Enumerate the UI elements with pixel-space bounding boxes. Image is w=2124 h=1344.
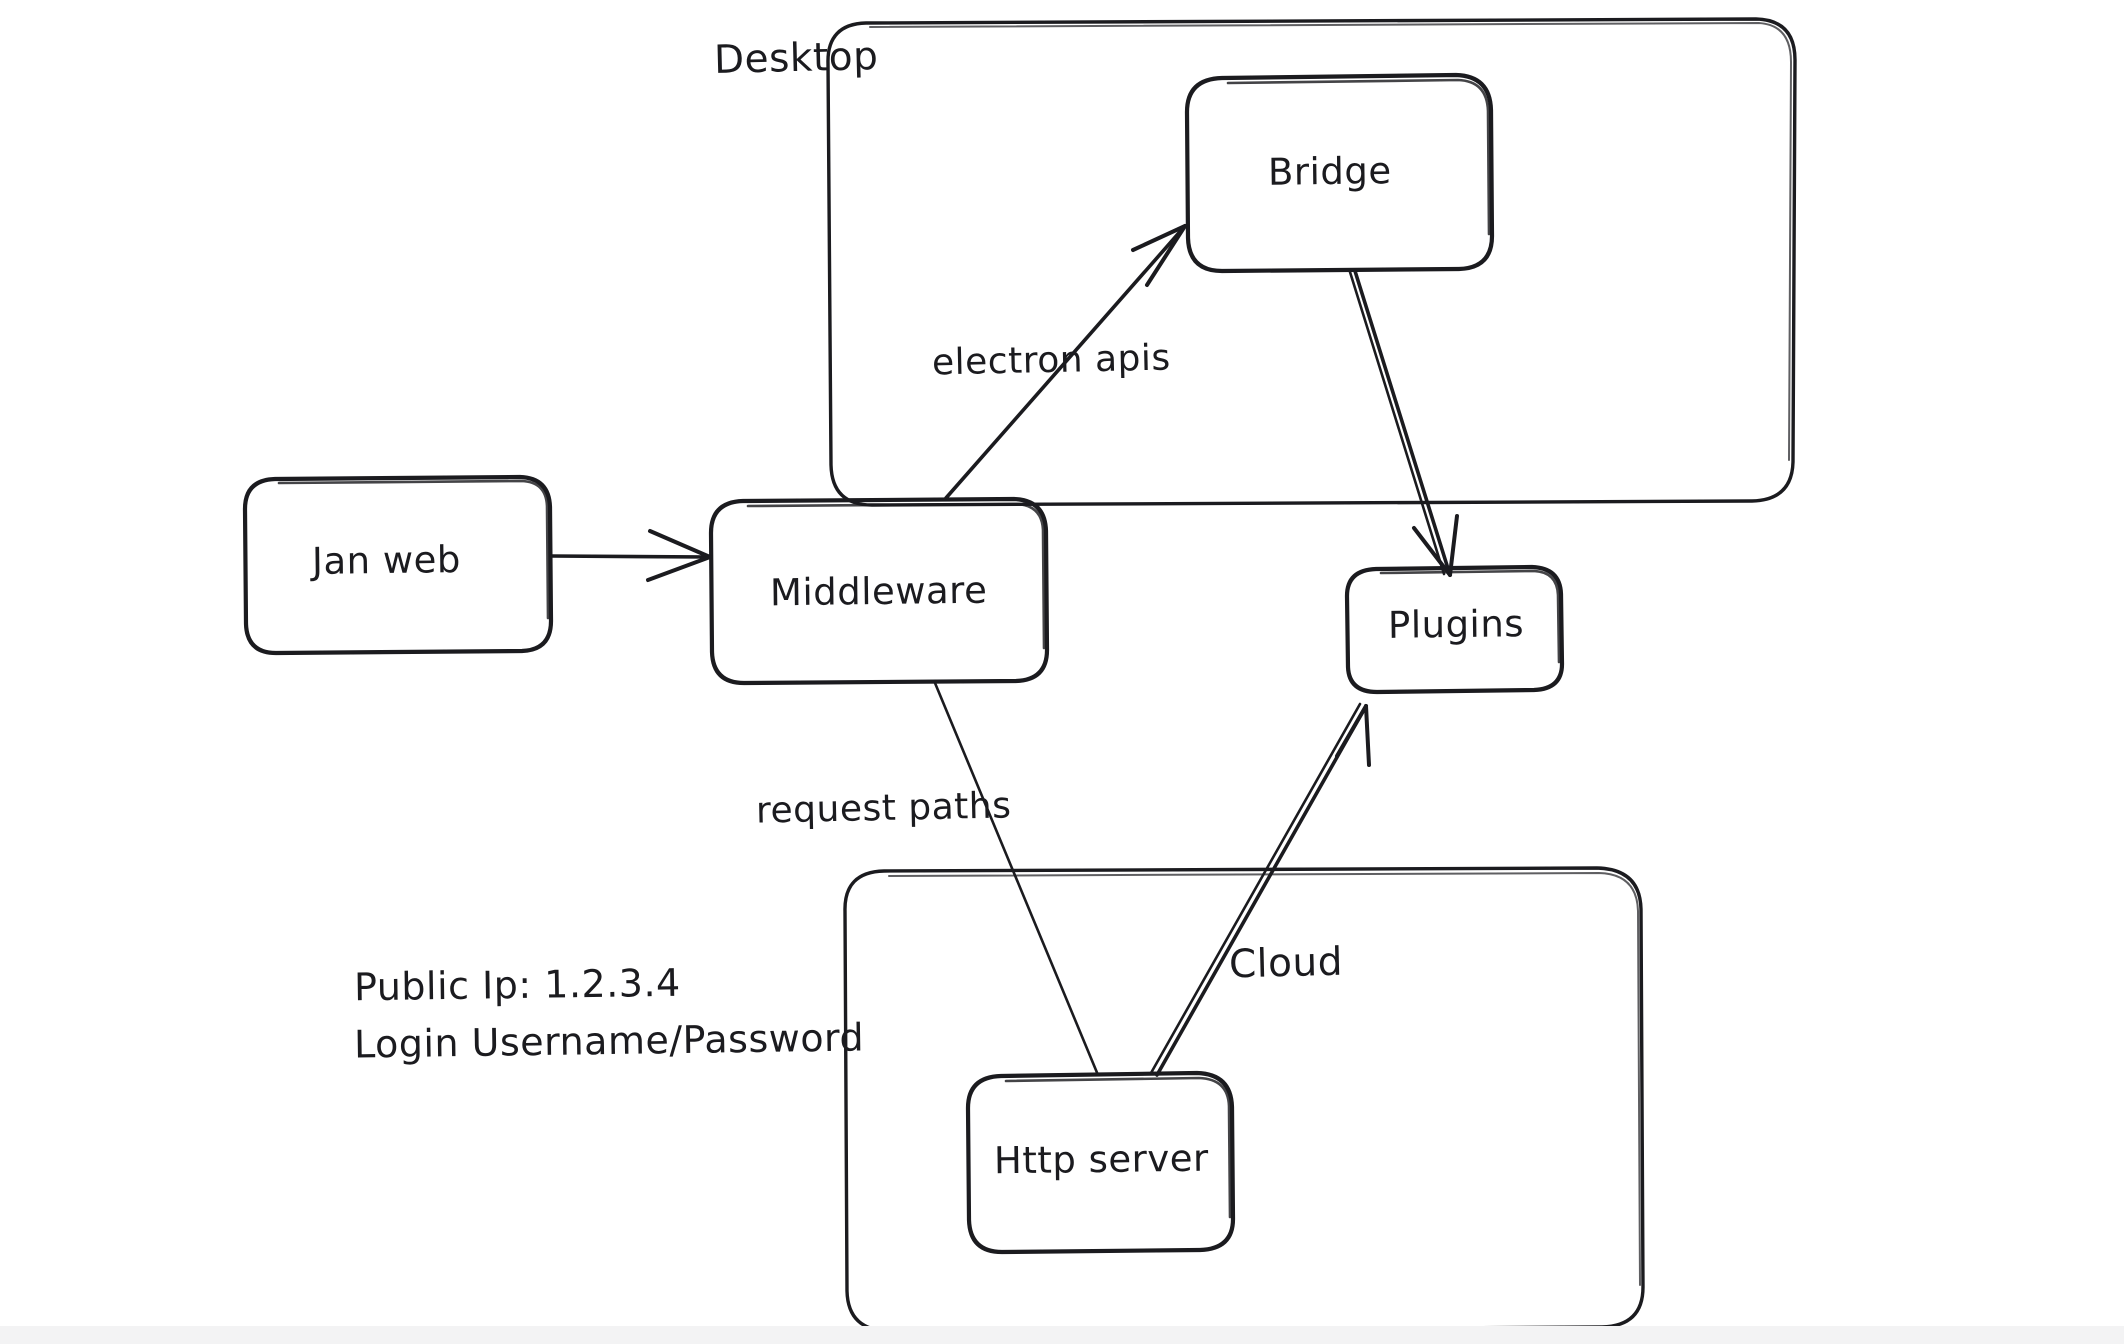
node-label-jan-web: Jan web (311, 538, 462, 583)
container-cloud-shape[interactable] (843, 866, 1645, 1333)
edge-middleware-to-bridge[interactable] (944, 224, 1187, 500)
node-label-plugins: Plugins (1387, 602, 1525, 647)
edge-label-electron-apis: electron apis (931, 337, 1172, 384)
node-http-server-shape[interactable] (965, 1070, 1236, 1255)
edge-bridge-to-plugins[interactable] (1348, 269, 1459, 577)
container-label-cloud: Cloud (1228, 939, 1344, 988)
edge-http-server-to-plugins[interactable] (1149, 702, 1371, 1077)
note-public-ip: Public Ip: 1.2.3.4 (353, 960, 681, 1010)
bottom-scroll-strip[interactable] (0, 1326, 2124, 1344)
node-label-http-server: Http server (993, 1136, 1209, 1183)
container-label-desktop: Desktop (713, 33, 879, 84)
note-login-credentials: Login Username/Password (353, 1015, 865, 1067)
edge-http-server-to-middleware[interactable] (933, 681, 1100, 1077)
node-label-bridge: Bridge (1267, 149, 1392, 194)
node-middleware-shape[interactable] (708, 496, 1050, 686)
node-jan-web-shape[interactable] (242, 474, 554, 656)
node-bridge-shape[interactable] (1184, 72, 1495, 274)
edge-jan-web-to-middleware[interactable] (549, 529, 712, 582)
edge-label-request-paths: request paths (755, 785, 1012, 832)
node-plugins-shape[interactable] (1344, 564, 1565, 695)
container-desktop-shape[interactable] (826, 17, 1797, 507)
node-label-middleware: Middleware (769, 568, 988, 615)
